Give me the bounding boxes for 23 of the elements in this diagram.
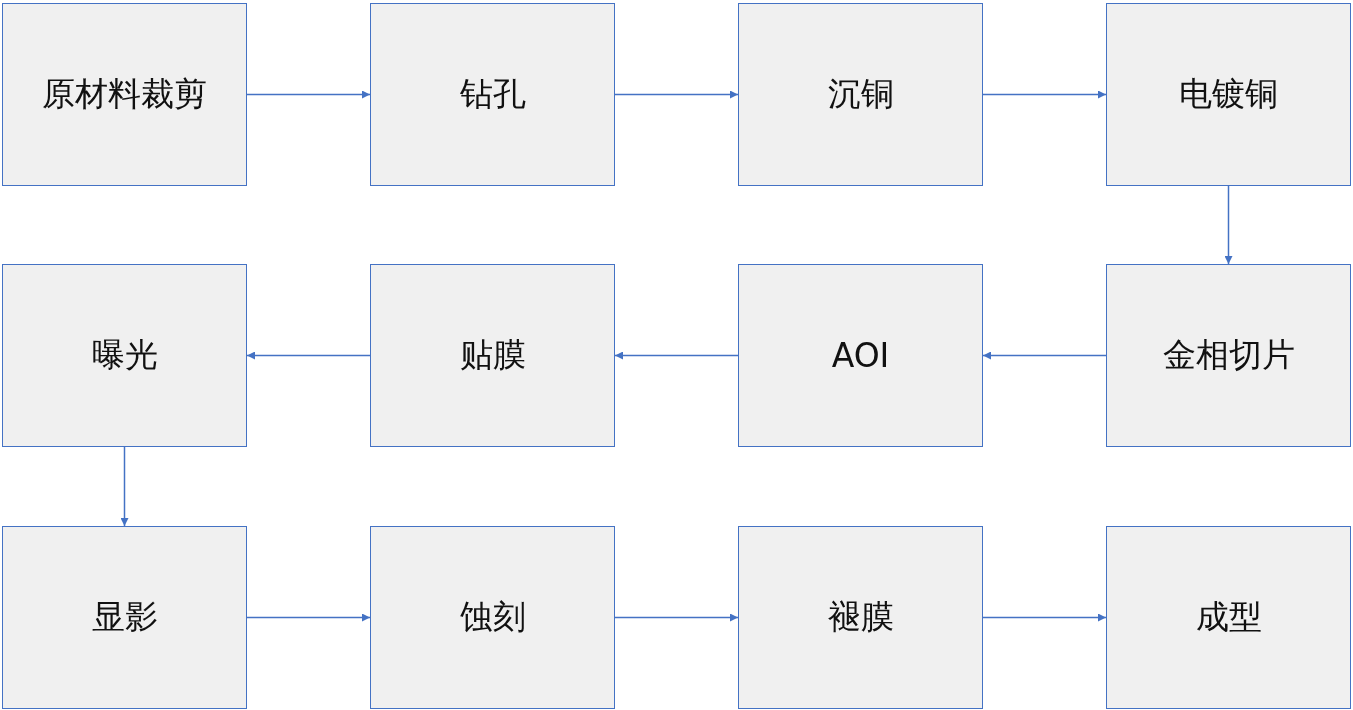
process-box: 曝光 [2, 264, 247, 447]
process-box: 蚀刻 [370, 526, 615, 709]
arrow [1224, 185, 1233, 265]
process-box: 原材料裁剪 [2, 3, 247, 186]
process-box: 电镀铜 [1106, 3, 1351, 186]
process-box: 成型 [1106, 526, 1351, 709]
process-box: 钻孔 [370, 3, 615, 186]
arrow [982, 90, 1107, 99]
arrow [246, 90, 371, 99]
process-box: 贴膜 [370, 264, 615, 447]
arrow [614, 90, 739, 99]
process-box: 褪膜 [738, 526, 983, 709]
arrow [982, 613, 1107, 622]
arrow [982, 351, 1107, 360]
arrow [614, 351, 739, 360]
process-box: 金相切片 [1106, 264, 1351, 447]
process-box: AOI [738, 264, 983, 447]
arrow [614, 613, 739, 622]
process-box: 沉铜 [738, 3, 983, 186]
process-box: 显影 [2, 526, 247, 709]
arrow [120, 446, 129, 527]
arrow [246, 351, 371, 360]
arrow [246, 613, 371, 622]
